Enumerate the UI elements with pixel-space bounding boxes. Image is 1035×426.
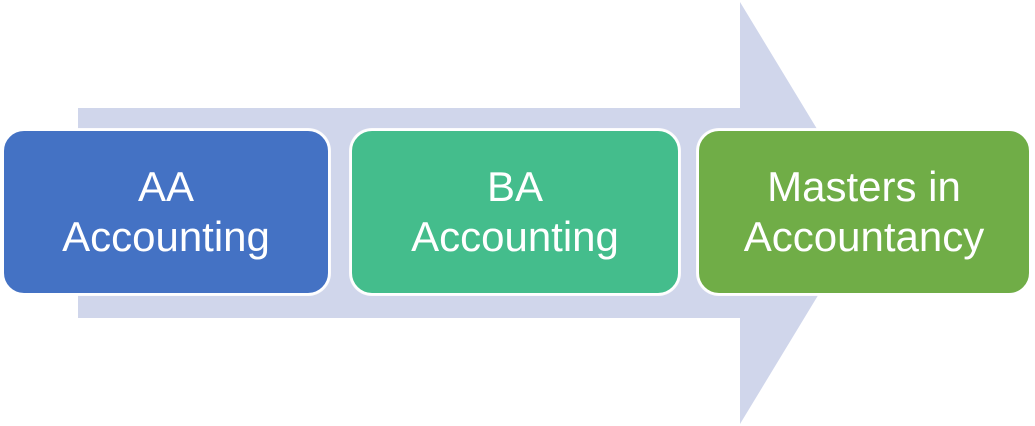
step-label: Masters in Accountancy [734,162,994,263]
step-label-line-1: Masters in [767,162,961,210]
step-box-masters-in-accountancy: Masters in Accountancy [697,129,1031,295]
step-label-line-2: Accounting [411,213,619,260]
step-label-line-1: BA [486,162,544,210]
step-label: BA Accounting [401,162,629,263]
step-label-line-1: AA [137,162,195,210]
step-box-aa-accounting: AA Accounting [2,129,330,295]
step-box-ba-accounting: BA Accounting [350,129,680,295]
step-label-line-2: Accountancy [743,213,985,260]
step-label-line-2: Accounting [62,213,270,260]
step-label: AA Accounting [52,162,280,263]
